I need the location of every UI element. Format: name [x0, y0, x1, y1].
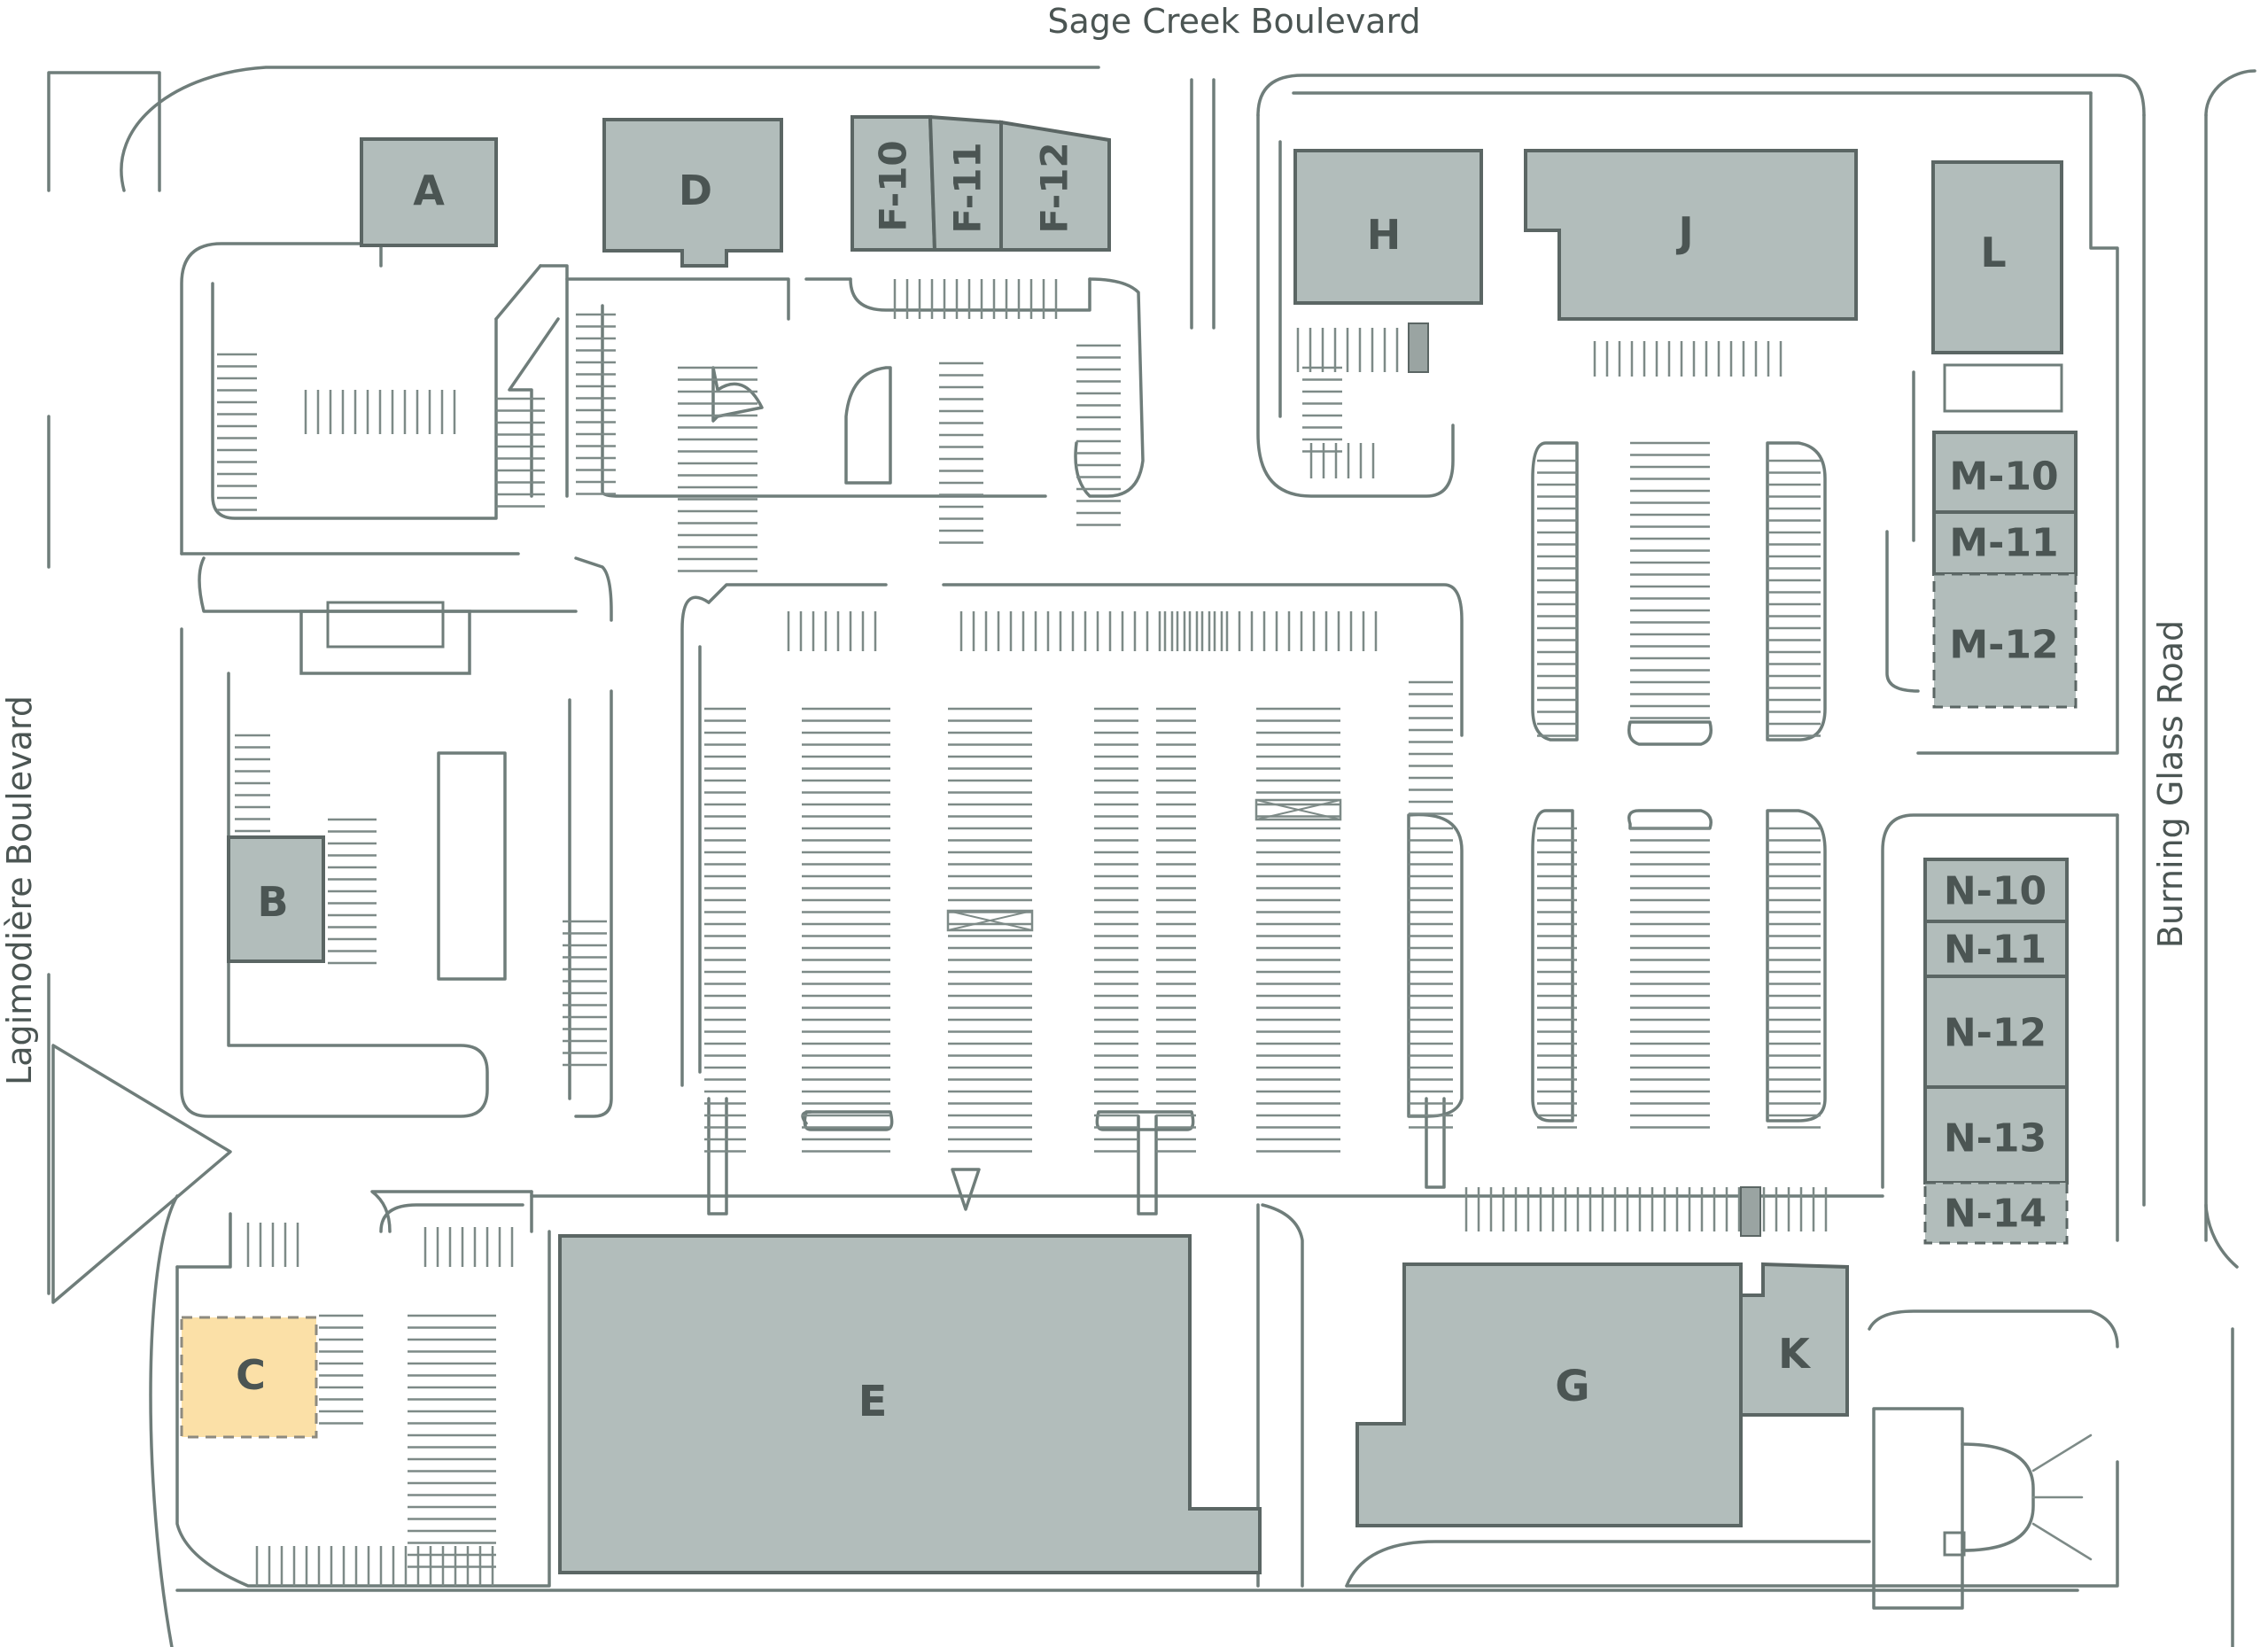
- building-n10[interactable]: N-10: [1923, 858, 2069, 923]
- building-n14[interactable]: N-14: [1923, 1181, 2069, 1245]
- building-m12[interactable]: M-12: [1932, 572, 2078, 709]
- building-f10[interactable]: F-10: [850, 115, 937, 252]
- unit-label-f10: F-10: [872, 140, 915, 231]
- building-m10[interactable]: M-10: [1932, 431, 2078, 514]
- buildings: A D F-10 F-11 F-12 H J L: [180, 114, 2093, 1610]
- unit-label-n13: N-13: [1944, 1116, 2047, 1161]
- unit-label-n10: N-10: [1944, 869, 2047, 914]
- building-n13[interactable]: N-13: [1923, 1085, 2069, 1185]
- parking-islands: [437, 366, 1827, 1216]
- road-edges: [47, 66, 2256, 1647]
- building-n11[interactable]: N-11: [1923, 920, 2069, 978]
- unit-label-f12: F-12: [1033, 142, 1076, 233]
- loading-dock-icon: [1408, 322, 1761, 1237]
- building-n12[interactable]: N-12: [1923, 975, 2069, 1089]
- unit-label-h: H: [1367, 211, 1402, 259]
- building-h[interactable]: H: [1293, 149, 1483, 305]
- unit-label-e: E: [858, 1377, 888, 1426]
- unit-label-n14: N-14: [1944, 1192, 2047, 1237]
- unit-label-j: J: [1675, 208, 1693, 256]
- unit-label-m12: M-12: [1949, 623, 2058, 668]
- unit-label-m11: M-11: [1949, 521, 2058, 566]
- unit-label-f11: F-11: [946, 142, 990, 233]
- building-c[interactable]: C: [180, 1316, 318, 1439]
- building-b[interactable]: B: [227, 835, 325, 963]
- building-d[interactable]: D: [602, 118, 783, 268]
- no-parking-zone-icon: [946, 798, 1342, 932]
- site-structure-se: [1872, 1407, 2093, 1610]
- unit-label-a: A: [413, 167, 445, 214]
- unit-label-b: B: [257, 878, 288, 926]
- building-e[interactable]: E: [558, 1234, 1262, 1574]
- street-label-west: Lagimodière Boulevard: [0, 695, 39, 1085]
- building-f11[interactable]: F-11: [928, 114, 1003, 252]
- unit-label-d: D: [679, 167, 712, 214]
- unit-label-g: G: [1555, 1362, 1589, 1411]
- unit-label-c: C: [236, 1351, 266, 1399]
- building-a[interactable]: A: [360, 137, 498, 247]
- building-g[interactable]: G: [1355, 1262, 1743, 1527]
- building-f12[interactable]: F-12: [999, 120, 1111, 252]
- building-m11[interactable]: M-11: [1932, 510, 2078, 576]
- unit-label-n12: N-12: [1944, 1011, 2047, 1056]
- unit-label-n11: N-11: [1944, 928, 2047, 973]
- building-k[interactable]: K: [1739, 1262, 1849, 1417]
- unit-label-l: L: [1980, 229, 2006, 276]
- unit-label-m10: M-10: [1949, 454, 2058, 500]
- street-label-east: Burning Glass Road: [2151, 620, 2190, 948]
- parking-curbs: [175, 74, 2146, 1588]
- unit-label-k: K: [1778, 1330, 1812, 1378]
- parking-stall-rows: [217, 279, 1828, 1586]
- building-l[interactable]: L: [1931, 160, 2063, 354]
- street-label-north: Sage Creek Boulevard: [1047, 2, 1420, 41]
- building-j[interactable]: J: [1524, 149, 1858, 321]
- site-structure: [1943, 363, 2063, 413]
- pylon-sign-icon: [299, 601, 471, 675]
